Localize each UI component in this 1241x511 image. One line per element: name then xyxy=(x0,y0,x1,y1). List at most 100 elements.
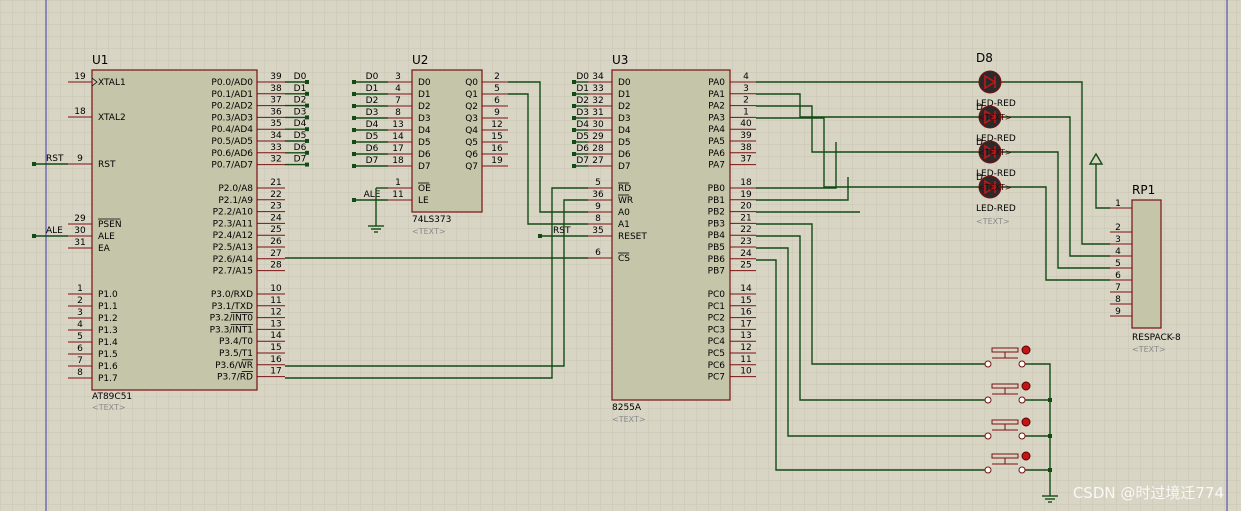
net-label: D2 xyxy=(294,96,307,106)
pin-name: PSEN xyxy=(98,220,122,230)
u2-pin-number: 5 xyxy=(494,84,500,94)
pin-name: P1.1 xyxy=(98,302,118,312)
u3-pin-number: 18 xyxy=(740,178,752,188)
junction xyxy=(352,104,356,108)
button-state-indicator[interactable] xyxy=(1021,345,1031,355)
rp1-pin-number: 9 xyxy=(1115,307,1121,317)
led-ref-d8: D8 xyxy=(976,51,993,65)
button-terminal xyxy=(984,360,992,368)
u3-pin-number: 38 xyxy=(740,143,752,153)
wire-pb3 xyxy=(756,223,988,365)
u3-pin-number: 35 xyxy=(592,226,603,236)
rp1-pin-number: 2 xyxy=(1115,223,1121,233)
u1-pin-number: 28 xyxy=(270,261,282,271)
pin-name: D0 xyxy=(418,78,431,88)
u2-pin-number: 7 xyxy=(395,96,401,106)
pin-name: A0 xyxy=(618,208,630,218)
pin-name: PC4 xyxy=(708,337,726,347)
u2-pin-number: 11 xyxy=(392,190,403,200)
u2-pin-number: 18 xyxy=(392,156,404,166)
u3-pin-number: 37 xyxy=(740,155,751,165)
u3-pin-number: 8 xyxy=(595,214,601,224)
u3-pin-number: 6 xyxy=(595,248,601,258)
u3-pin-number: 28 xyxy=(592,144,604,154)
pin-name: P0.2/AD2 xyxy=(211,102,253,112)
pin-name: PB1 xyxy=(708,196,725,206)
pin-name: OE xyxy=(418,184,431,194)
u1-pin-number: 18 xyxy=(74,107,86,117)
wire-wr xyxy=(285,199,588,367)
u2-pin-number: 8 xyxy=(395,108,401,118)
pin-name: PB7 xyxy=(708,267,725,277)
net-label: D0 xyxy=(294,72,307,82)
pin-name: Q3 xyxy=(465,114,478,124)
u2-pin-number: 1 xyxy=(395,178,401,188)
u3-8255a-chip[interactable]: U38255A<TEXT>34D0D033D1D132D2D231D3D330D… xyxy=(553,53,756,424)
pin-name: WR xyxy=(618,196,633,206)
u3-pin-number: 11 xyxy=(740,355,751,365)
led-body xyxy=(978,70,1002,94)
u3-pin-number: 2 xyxy=(743,96,749,106)
net-label: D4 xyxy=(576,120,589,130)
u2-pin-number: 2 xyxy=(494,72,500,82)
led-array[interactable]: D8LED-REDLED-REDD<TEXT>LED-REDD<TEXT>LED… xyxy=(976,51,1016,226)
u1-pin-number: 4 xyxy=(77,320,83,330)
u3-pin-number: 32 xyxy=(592,96,603,106)
pin-name: D7 xyxy=(618,162,631,172)
pin-name: PA7 xyxy=(708,161,725,171)
u1-pin-number: 21 xyxy=(270,178,281,188)
pin-name: D2 xyxy=(618,102,631,112)
pin-name: P2.0/A8 xyxy=(218,184,253,194)
button-state-indicator[interactable] xyxy=(1021,381,1031,391)
u2-part: 74LS373 xyxy=(412,215,451,225)
pin-name: EA xyxy=(98,244,111,254)
button-terminal xyxy=(984,466,992,474)
junction xyxy=(352,80,356,84)
junction xyxy=(572,164,576,168)
u1-pin-number: 12 xyxy=(270,308,281,318)
pin-name: P2.3/A11 xyxy=(213,219,253,229)
junction xyxy=(1048,398,1052,402)
pin-name: P3.1/TXD xyxy=(212,302,253,312)
pin-name: P2.5/A13 xyxy=(213,243,253,253)
pin-name: P2.7/A15 xyxy=(213,267,253,277)
push-buttons[interactable] xyxy=(984,345,1031,474)
rp1-text: <TEXT> xyxy=(1132,345,1166,354)
pin-name: PC7 xyxy=(708,373,725,383)
u1-pin-number: 14 xyxy=(270,331,282,341)
u2-ref: U2 xyxy=(412,53,428,67)
button-state-indicator[interactable] xyxy=(1021,451,1031,461)
led-text: <TEXT> xyxy=(978,148,1012,157)
u1-part: AT89C51 xyxy=(92,392,132,402)
u3-pin-number: 23 xyxy=(740,237,751,247)
net-label: D1 xyxy=(294,84,307,94)
u2-74ls373-chip[interactable]: U274LS373<TEXT>3D0D04D1D17D2D28D3D313D4D… xyxy=(352,53,508,236)
junction xyxy=(305,103,309,108)
pin-name: XTAL2 xyxy=(98,113,126,123)
pin-name: P1.2 xyxy=(98,314,118,324)
u3-pin-number: 39 xyxy=(740,131,752,141)
u3-pin-number: 20 xyxy=(740,202,752,212)
u3-pin-number: 34 xyxy=(592,72,604,82)
button-state-indicator[interactable] xyxy=(1021,417,1031,427)
u2-pin-number: 12 xyxy=(491,120,502,130)
u1-pin-number: 15 xyxy=(270,343,281,353)
pin-name: P3.2/INT0 xyxy=(210,314,254,324)
pin-name: PC1 xyxy=(708,302,725,312)
rp1-pin-number: 7 xyxy=(1115,283,1121,293)
junction xyxy=(32,162,36,166)
pin-name: D4 xyxy=(418,126,431,136)
u1-text: <TEXT> xyxy=(92,403,126,412)
pin-name: D6 xyxy=(418,150,431,160)
components: U1AT89C51<TEXT>19XTAL118XTAL29RST29PSEN3… xyxy=(68,51,1181,474)
u1-pin-number: 6 xyxy=(77,344,83,354)
wire-pb1 xyxy=(756,177,849,201)
led-diode-icon xyxy=(984,74,997,90)
u1-at89c51-chip[interactable]: U1AT89C51<TEXT>19XTAL118XTAL29RST29PSEN3… xyxy=(68,53,309,412)
junction xyxy=(32,234,36,238)
u3-pin-number: 9 xyxy=(595,202,601,212)
wire-pb4 xyxy=(756,235,988,401)
net-label: D2 xyxy=(576,96,589,106)
